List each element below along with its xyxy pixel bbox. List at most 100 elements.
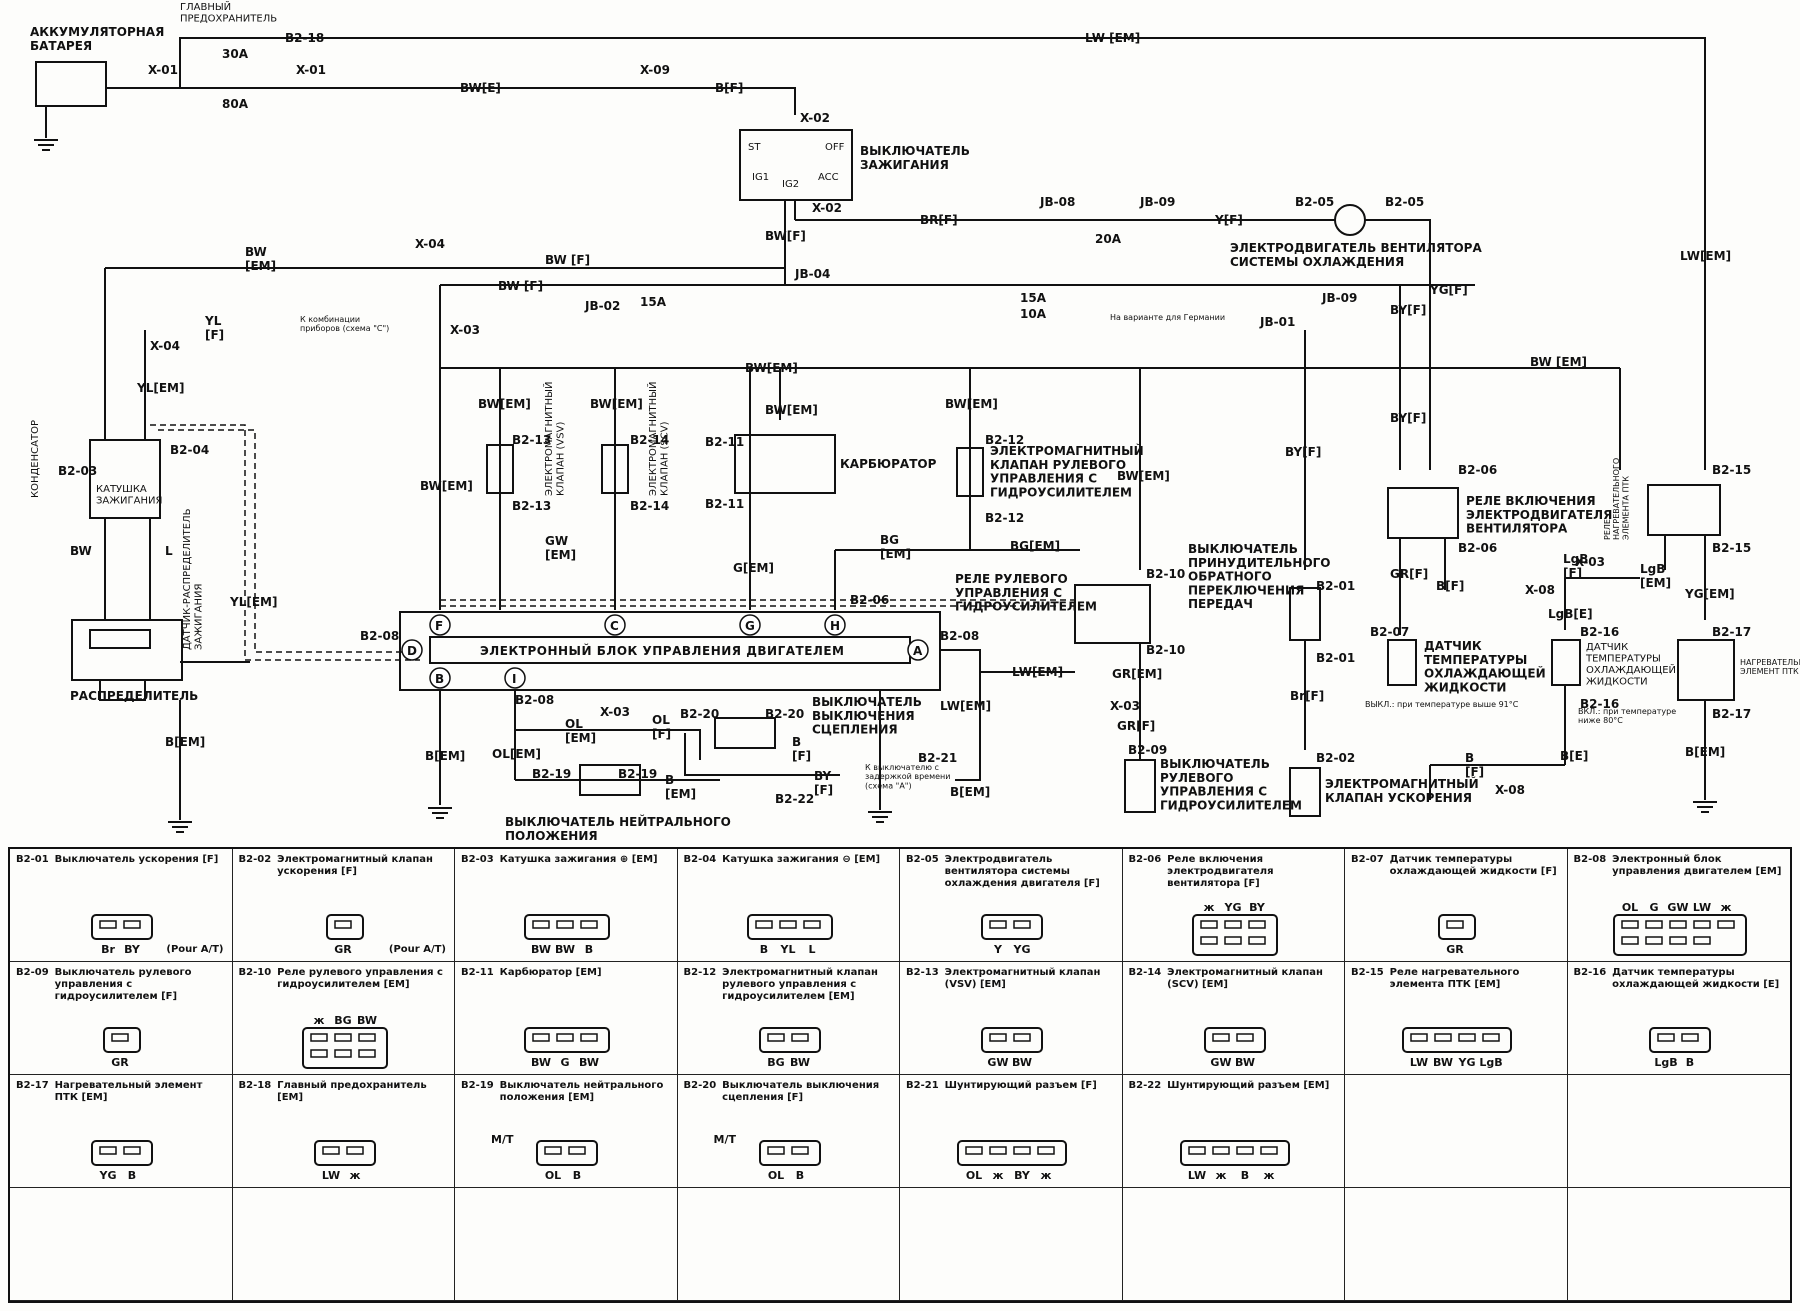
connector-body <box>313 1140 376 1166</box>
wire-label: BW[E] <box>460 81 501 95</box>
ptc-heater-label: НАГРЕВАТЕЛЬНЫЙЭЛЕМЕНТ ПТК <box>1740 656 1800 676</box>
connector-pin <box>580 920 598 929</box>
legend-title: Реле включения электродвигателя вентилят… <box>1167 854 1274 889</box>
connector-pin <box>1013 1033 1031 1042</box>
wire-label: BW[F] <box>765 229 806 243</box>
connector-body <box>301 1027 388 1069</box>
connector-pin-label: B <box>1240 1169 1248 1182</box>
connector-pin <box>989 1033 1007 1042</box>
connector-label: B2-20 <box>765 707 804 721</box>
connector-pin-label: Y <box>993 943 1003 956</box>
ign-pos-st: ST <box>748 142 761 153</box>
legend-title: Главный предохранитель [EM] <box>277 1080 427 1103</box>
legend-code: B2-18 <box>238 1080 272 1091</box>
legend-code: B2-17 <box>16 1080 49 1091</box>
ps-switch-box <box>1124 759 1156 813</box>
connector-body <box>524 1027 610 1053</box>
fuse-15a-right: 15A <box>1020 291 1047 305</box>
connector-pin-label: GW <box>1210 1056 1231 1069</box>
connector-pin-label: Br <box>101 943 115 956</box>
legend-code: B2-03 <box>461 854 494 865</box>
legend-code: B2-09 <box>16 967 49 978</box>
connector-body <box>1203 1027 1266 1053</box>
connector-label: B2-18 <box>285 31 324 45</box>
legend-code: B2-15 <box>1351 967 1384 978</box>
connector-pin <box>1235 1146 1254 1155</box>
wire-label: BY[F] <box>1285 445 1321 459</box>
connector-pin-label: YG <box>99 1169 117 1182</box>
connector-pin-label: BG <box>1621 959 1638 962</box>
ground-icon <box>428 807 452 819</box>
connector-label: X-09 <box>640 63 670 77</box>
wire-label: LW[EM] <box>1012 665 1063 679</box>
connector-pin-label: ж <box>337 1072 348 1075</box>
connector-pin-label: ж <box>1263 1169 1274 1182</box>
connector-pin-label: BW <box>555 943 575 956</box>
ignition-coil-box <box>89 439 161 519</box>
wire-label: OL[EM] <box>565 717 596 745</box>
wiring-diagram: F C G H D A B I ЭЛЕКТРОННЫЙ БЛОК УПРАВЛЕ… <box>30 0 1800 843</box>
connector-pin-label: LW <box>1187 1169 1205 1182</box>
connector-pin-label: BY <box>1014 1169 1031 1182</box>
connector-pin-label: ж <box>1203 901 1214 914</box>
wire-bw-e <box>180 87 796 115</box>
connector-label: B2-08 <box>940 629 979 643</box>
legend-cell <box>1122 1188 1345 1301</box>
legend-title: Реле рулевого управления с гидроусилител… <box>277 967 443 990</box>
ecu-pin-a: A <box>913 644 923 658</box>
wire-label: B[EM] <box>165 735 205 749</box>
ecu-pin-c: C <box>610 619 619 633</box>
connector-label: B2-22 <box>775 792 814 806</box>
legend-title: Электронный блок управления двигателем [… <box>1612 854 1782 877</box>
connector-label: B2-11 <box>705 497 744 511</box>
legend-cell <box>1567 1075 1790 1188</box>
carburetor-coils <box>734 434 836 494</box>
connector-pin-label: GR <box>1446 943 1464 956</box>
wire-label: Br[F] <box>1290 689 1324 703</box>
connector-pin <box>1434 1033 1452 1042</box>
connector-pin-label: B <box>759 943 767 956</box>
wire-label: GR[EM] <box>1112 667 1162 681</box>
connector-pin <box>532 920 550 929</box>
legend-code: B2-21 <box>906 1080 939 1091</box>
legend-code: B2-02 <box>238 854 272 865</box>
connector-pin <box>754 920 773 929</box>
connector-body <box>91 914 153 940</box>
connector-pin <box>1199 920 1218 929</box>
connector-label: JB-09 <box>1139 195 1175 209</box>
connector-label: B2-19 <box>532 767 571 781</box>
ps-valve-coil <box>956 447 984 497</box>
wire-label: B[F] <box>1465 751 1484 779</box>
connector-label: B2-17 <box>1712 707 1751 721</box>
connector-icon: GR <box>103 1027 141 1069</box>
connector-pin-label: LW <box>1410 1056 1428 1069</box>
connector-label: X-03 <box>1110 699 1140 713</box>
legend-cell <box>1567 1188 1790 1301</box>
connector-pin <box>1620 920 1639 929</box>
legend-title: Электромагнитный клапан (VSV) [EM] <box>944 967 1101 990</box>
legend-cell <box>1345 1188 1568 1301</box>
connector-pin <box>1458 1033 1476 1042</box>
connector-pin-label: BW <box>531 943 551 956</box>
connector-pin-label: ж <box>1720 901 1731 914</box>
ps-relay-box <box>1074 584 1151 644</box>
connector-pin <box>1656 1033 1675 1042</box>
connector-pin <box>1716 920 1735 929</box>
legend-title: Катушка зажигания ⊖ [EM] <box>722 854 881 865</box>
connector-label: B2-09 <box>1128 743 1167 757</box>
connector-pin-label: BW <box>1433 1056 1453 1069</box>
connector-body <box>1179 1140 1290 1166</box>
connector-pin-label: L <box>808 943 815 956</box>
legend-code: B2-13 <box>906 967 939 978</box>
connector-pin-label: OL <box>1621 901 1637 914</box>
